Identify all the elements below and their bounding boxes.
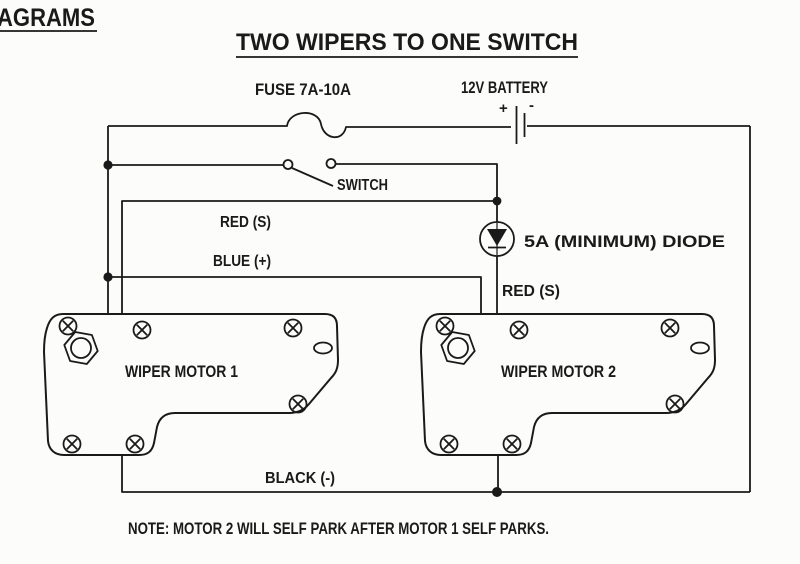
wire-red-s-left-label: RED (S) [220, 214, 271, 231]
wire-red-s-right-label: RED (S) [502, 283, 560, 300]
wiper-motor-2 [421, 314, 715, 455]
wiper-motor-1-label: WIPER MOTOR 1 [125, 362, 238, 381]
diode-label: 5A (MINIMUM) DIODE [524, 232, 725, 251]
junction-dot-switch-feed [103, 160, 113, 170]
battery-minus-sign: - [529, 97, 534, 114]
self-park-note: NOTE: MOTOR 2 WILL SELF PARK AFTER MOTOR… [128, 519, 549, 538]
switch-icon [282, 158, 337, 187]
junction-dot-ground [492, 487, 502, 497]
diode-icon [479, 221, 515, 257]
battery-plus-sign: + [499, 100, 508, 117]
wire-blue-label: BLUE (+) [213, 253, 271, 270]
junction-dot-diode-top [492, 196, 502, 206]
diagram-title: TWO WIPERS TO ONE SWITCH [236, 29, 578, 56]
wire-battery-positive [108, 112, 511, 139]
junction-dot-blue-feed [103, 272, 113, 282]
wiper-motor-2-label: WIPER MOTOR 2 [501, 362, 616, 381]
wire-black-ground [121, 455, 750, 493]
wire-blue [108, 276, 482, 314]
battery-label: 12V BATTERY [461, 78, 549, 97]
fuse-label: FUSE 7A-10A [255, 80, 351, 99]
wire-red-s [121, 200, 497, 314]
page-heading-partial: AGRAMS [0, 4, 95, 32]
switch-label: SWITCH [337, 177, 388, 194]
wiper-motor-1 [44, 314, 338, 455]
wire-black-label: BLACK (-) [265, 470, 335, 487]
battery-icon [515, 106, 526, 144]
